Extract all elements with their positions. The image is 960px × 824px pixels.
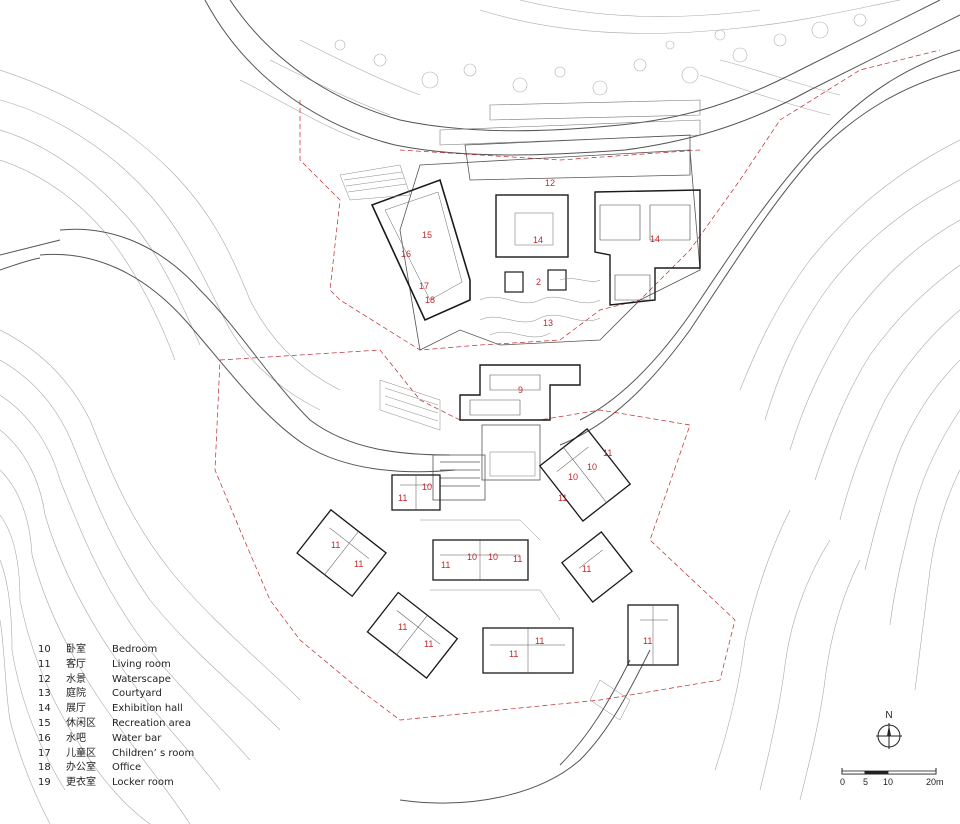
legend-zh: 水吧 xyxy=(66,732,86,744)
legend-num: 15 xyxy=(38,717,51,729)
room-label: 11 xyxy=(354,559,363,569)
legend-num: 14 xyxy=(38,703,51,715)
scale-bar: 0 5 10 20m xyxy=(836,766,946,790)
scale-label: 10 xyxy=(883,777,894,787)
legend: 10 卧室 Bedroom 11 客厅 Living room 12 水景 Watersca… xyxy=(38,643,278,791)
room-label: 15 xyxy=(422,230,432,240)
north-label: N xyxy=(885,710,893,721)
legend-item: 18 办公室 Office xyxy=(38,761,278,776)
stairs xyxy=(379,379,441,431)
room-label: 10 xyxy=(568,472,578,482)
room-label: 13 xyxy=(543,318,553,328)
room-label: 12 xyxy=(545,178,555,188)
room-label: 14 xyxy=(533,235,543,245)
legend-num: 11 xyxy=(38,658,51,670)
room-label: 11 xyxy=(643,636,652,646)
legend-zh: 展厅 xyxy=(66,703,86,715)
scale-label: 20m xyxy=(926,777,944,787)
legend-num: 19 xyxy=(38,777,51,789)
parking-strip xyxy=(439,99,701,146)
room-label: 9 xyxy=(518,385,523,395)
legend-num: 10 xyxy=(38,644,51,655)
room-labels: 12 14 14 15 16 17 18 2 13 9 11 10 10 10 … xyxy=(331,178,660,659)
room-label: 11 xyxy=(398,493,407,503)
north-arrow: N xyxy=(874,710,904,750)
legend-zh: 更衣室 xyxy=(66,777,96,789)
legend-item: 14 展厅 Exhibition hall xyxy=(38,702,278,717)
legend-en: Water bar xyxy=(112,732,162,744)
compass-icon xyxy=(876,723,902,749)
room-label: 11 xyxy=(582,564,591,574)
room-label: 17 xyxy=(419,281,429,291)
legend-num: 13 xyxy=(38,688,51,700)
legend-num: 18 xyxy=(38,762,51,774)
legend-en: Living room xyxy=(112,658,171,670)
legend-en: Courtyard xyxy=(112,688,162,700)
legend-item: 15 休闲区 Recreation area xyxy=(38,717,278,732)
room-label: 11 xyxy=(398,622,407,632)
room-label: 14 xyxy=(650,234,660,244)
room-label: 10 xyxy=(422,482,432,492)
legend-item: 17 儿童区 Children’ s room xyxy=(38,747,278,762)
room-label: 10 xyxy=(467,552,477,562)
room-label: 11 xyxy=(558,493,567,503)
room-label: 11 xyxy=(441,560,450,570)
room-label: 18 xyxy=(425,295,435,305)
legend-num: 12 xyxy=(38,673,51,685)
scale-label: 0 xyxy=(840,777,846,787)
room-label: 11 xyxy=(331,540,340,550)
legend-en: Office xyxy=(112,762,142,774)
room-label: 11 xyxy=(603,448,612,458)
legend-item: 13 庭院 Courtyard xyxy=(38,687,278,702)
legend-en: Locker room xyxy=(112,777,174,789)
legend-en: Recreation area xyxy=(112,717,191,729)
room-label: 11 xyxy=(424,639,433,649)
scale-bar-graphic xyxy=(841,768,937,775)
legend-zh: 水景 xyxy=(66,673,86,685)
legend-en: Waterscape xyxy=(112,673,171,685)
paths xyxy=(420,519,631,721)
trees xyxy=(334,13,867,96)
room-label: 11 xyxy=(509,649,518,659)
legend-item: 19 更衣室 Locker room xyxy=(38,776,278,791)
room-label: 16 xyxy=(401,249,411,259)
legend-zh: 办公室 xyxy=(66,762,96,774)
legend-zh: 卧室 xyxy=(66,644,86,655)
legend-item: 16 水吧 Water bar xyxy=(38,732,278,747)
main-road xyxy=(0,0,960,804)
legend-en: Exhibition hall xyxy=(112,703,183,715)
legend-num: 16 xyxy=(38,732,51,744)
room-label: 11 xyxy=(513,554,522,564)
legend-en: Bedroom xyxy=(112,644,158,655)
legend-zh: 庭院 xyxy=(66,688,86,700)
reception-complex xyxy=(370,134,701,351)
room-label: 10 xyxy=(488,552,498,562)
legend-item: 11 客厅 Living room xyxy=(38,658,278,673)
villa-units xyxy=(296,428,679,680)
legend-en: Children’ s room xyxy=(112,747,195,759)
legend-item: 10 卧室 Bedroom xyxy=(38,643,278,658)
room-label: 2 xyxy=(536,277,541,287)
scale-label: 5 xyxy=(863,777,869,787)
legend-zh: 客厅 xyxy=(66,658,86,670)
room-label: 10 xyxy=(587,462,597,472)
legend-zh: 儿童区 xyxy=(66,747,96,759)
legend-zh: 休闲区 xyxy=(66,717,96,729)
plaza xyxy=(432,424,541,501)
legend-num: 17 xyxy=(38,747,51,759)
hatch-area xyxy=(339,164,411,201)
room-label: 11 xyxy=(535,636,544,646)
legend-item: 12 水景 Waterscape xyxy=(38,673,278,688)
middle-building xyxy=(459,364,581,421)
